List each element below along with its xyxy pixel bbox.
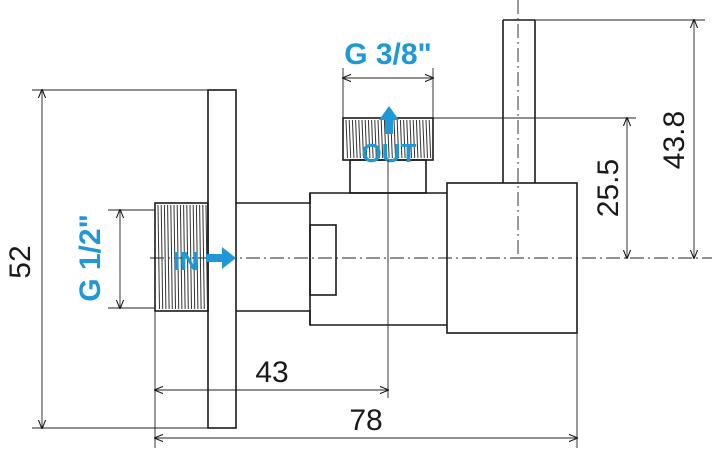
handle-height-value: 43.8 <box>658 111 691 169</box>
total-height-value: 52 <box>4 245 37 278</box>
inlet-thread-label: G 1/2" <box>74 214 107 302</box>
thread-line <box>380 119 384 159</box>
in-arrow-icon <box>206 247 236 269</box>
thread-line <box>170 204 173 310</box>
out-arrow-icon <box>379 106 399 134</box>
thread-line <box>422 119 425 159</box>
thread-line <box>409 119 412 159</box>
thread-line <box>199 204 202 310</box>
thread-line <box>345 119 348 159</box>
thread-line <box>425 119 428 159</box>
in-label: IN <box>173 246 199 276</box>
out-label: OUT <box>362 138 417 168</box>
thread-line <box>374 119 377 159</box>
handle-lever <box>502 19 536 183</box>
thread-line <box>355 119 358 159</box>
valve-inner-block <box>309 224 337 296</box>
thread-line <box>406 119 409 159</box>
thread-line <box>419 119 422 159</box>
thread-line <box>157 204 160 310</box>
thread-line <box>183 204 186 310</box>
thread-line <box>415 119 419 159</box>
thread-line <box>364 119 368 159</box>
thread-line <box>195 204 199 310</box>
thread-line <box>192 204 196 310</box>
thread-line <box>173 204 176 310</box>
outlet-offset-value: 43 <box>255 356 288 389</box>
outlet-height-value: 25.5 <box>592 159 625 217</box>
thread-line <box>371 119 374 159</box>
thread-line <box>176 204 180 310</box>
thread-line <box>160 204 164 310</box>
thread-line <box>428 119 432 159</box>
inlet-thread-lines <box>157 204 208 310</box>
handle-housing <box>446 182 578 334</box>
thread-line <box>179 204 183 310</box>
thread-line <box>412 119 416 159</box>
thread-line <box>361 119 364 159</box>
thread-line <box>202 204 205 310</box>
thread-line <box>358 119 361 159</box>
thread-line <box>167 204 170 310</box>
thread-line <box>351 119 355 159</box>
thread-line <box>393 119 396 159</box>
thread-line <box>396 119 400 159</box>
outlet-thread-label: G 3/8" <box>344 38 432 71</box>
thread-line <box>186 204 189 310</box>
thread-line <box>403 119 406 159</box>
thread-line <box>348 119 352 159</box>
total-length-value: 78 <box>349 404 382 437</box>
thread-line <box>163 204 167 310</box>
thread-line <box>367 119 371 159</box>
thread-line <box>377 119 380 159</box>
thread-line <box>399 119 403 159</box>
thread-line <box>383 119 387 159</box>
thread-line <box>189 204 192 310</box>
valve-body-left <box>236 192 447 326</box>
